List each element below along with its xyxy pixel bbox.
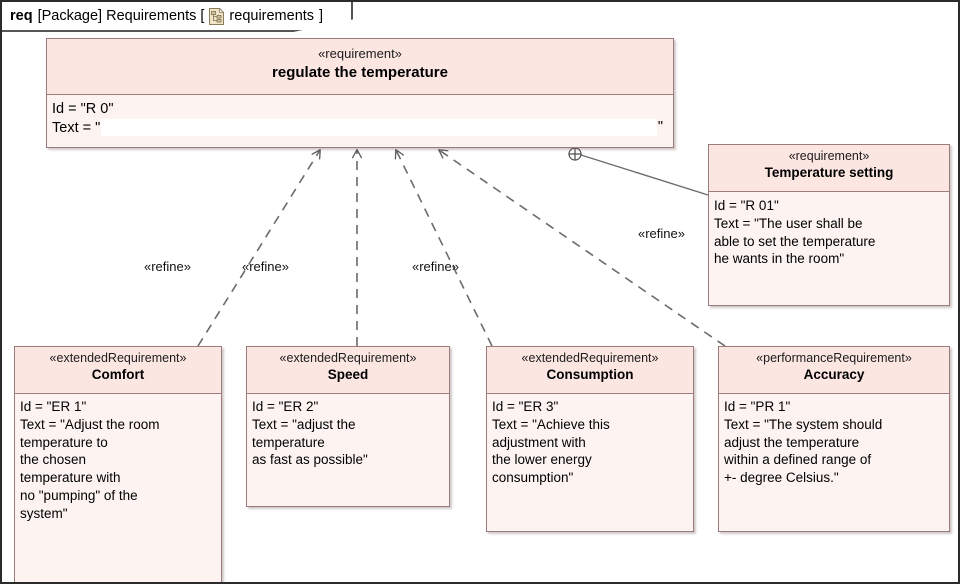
block-header: «extendedRequirement» Consumption xyxy=(487,347,693,394)
block-name: regulate the temperature xyxy=(272,64,448,82)
property-line: adjust the temperature xyxy=(724,434,860,450)
refine-label-consumption: «refine» xyxy=(412,259,459,274)
property-line: the chosen xyxy=(20,452,87,468)
block-name: Comfort xyxy=(91,366,145,382)
containment-crosshair-icon xyxy=(568,147,582,161)
block-properties: Id = "R 0" Text = " " xyxy=(47,95,673,143)
diagram-frame-header: req [Package] Requirements [ requirement… xyxy=(2,2,354,32)
block-header: «extendedRequirement» Comfort xyxy=(15,347,221,394)
package-diagram-icon xyxy=(209,7,225,25)
block-header: «requirement» regulate the temperature xyxy=(47,39,673,95)
property-line: Id = "PR 1" xyxy=(724,399,791,414)
block-stereotype: «extendedRequirement» xyxy=(521,351,659,365)
diagram-scope-label: [Package] Requirements [ xyxy=(37,8,205,24)
diagram-name-label: requirements xyxy=(229,8,315,24)
block-properties: Id = "ER 2" Text = "adjust the temperatu… xyxy=(247,394,449,474)
block-properties: Id = "R 01" Text = "The user shall be ab… xyxy=(709,192,949,273)
property-line: able to set the temperature xyxy=(714,233,876,249)
requirement-block-temperature-setting[interactable]: «requirement» Temperature setting Id = "… xyxy=(708,144,950,306)
property-line: Id = "ER 1" xyxy=(20,399,87,414)
property-line: Id = "R 01" xyxy=(714,198,779,213)
property-line: Text = "adjust the xyxy=(252,416,356,432)
property-line: temperature to xyxy=(20,434,108,450)
property-line: consumption" xyxy=(492,470,574,486)
block-header: «requirement» Temperature setting xyxy=(709,145,949,192)
property-line: within a defined range of xyxy=(724,452,872,468)
property-line: he wants in the room" xyxy=(714,251,845,267)
block-name: Accuracy xyxy=(803,366,865,382)
refine-edge-comfort xyxy=(197,149,321,347)
property-line: Id = "ER 3" xyxy=(492,399,559,414)
property-line: temperature xyxy=(252,434,325,450)
property-id: Id = "R 0" xyxy=(52,101,114,117)
requirement-block-accuracy[interactable]: «performanceRequirement» Accuracy Id = "… xyxy=(718,346,950,532)
property-line: as fast as possible" xyxy=(252,452,368,468)
block-properties: Id = "ER 1" Text = "Adjust the room temp… xyxy=(15,394,221,527)
block-name: Temperature setting xyxy=(764,164,894,180)
property-line: temperature with xyxy=(20,470,121,486)
containment-edge-temperature-setting xyxy=(580,154,709,196)
block-properties: Id = "ER 3" Text = "Achieve this adjustm… xyxy=(487,394,693,492)
diagram-kind-label: req xyxy=(10,8,33,24)
property-line: Text = "Achieve this xyxy=(492,416,610,432)
diagram-close-bracket: ] xyxy=(319,8,324,24)
property-line: the lower energy xyxy=(492,452,592,468)
block-name: Consumption xyxy=(546,366,634,382)
refine-label-temperature-setting: «refine» xyxy=(638,226,685,241)
property-text-close-quote: " xyxy=(657,119,663,136)
property-text-input[interactable] xyxy=(101,119,657,137)
property-text-row: Text = " " xyxy=(52,119,673,138)
property-text-label: Text = " xyxy=(52,120,101,137)
requirement-block-comfort[interactable]: «extendedRequirement» Comfort Id = "ER 1… xyxy=(14,346,222,582)
block-properties: Id = "PR 1" Text = "The system should ad… xyxy=(719,394,949,492)
block-stereotype: «requirement» xyxy=(318,46,402,61)
block-stereotype: «performanceRequirement» xyxy=(756,351,912,365)
block-name: Speed xyxy=(327,366,369,382)
block-header: «extendedRequirement» Speed xyxy=(247,347,449,394)
requirement-block-speed[interactable]: «extendedRequirement» Speed Id = "ER 2" … xyxy=(246,346,450,507)
block-stereotype: «extendedRequirement» xyxy=(279,351,417,365)
block-stereotype: «extendedRequirement» xyxy=(49,351,187,365)
property-line: Text = "Adjust the room xyxy=(20,416,160,432)
property-line: no "pumping" of the xyxy=(20,488,138,504)
property-line: system" xyxy=(20,505,68,521)
property-line: +- degree Celsius." xyxy=(724,470,839,486)
property-line: Text = "The system should xyxy=(724,416,883,432)
requirement-block-regulate-the-temperature[interactable]: «requirement» regulate the temperature I… xyxy=(46,38,674,148)
block-stereotype: «requirement» xyxy=(788,149,870,163)
refine-label-comfort: «refine» xyxy=(144,259,191,274)
property-line: adjustment with xyxy=(492,434,586,450)
property-line: Id = "ER 2" xyxy=(252,399,319,414)
refine-label-speed: «refine» xyxy=(242,259,289,274)
block-header: «performanceRequirement» Accuracy xyxy=(719,347,949,394)
refine-edge-accuracy xyxy=(438,149,726,347)
requirement-block-consumption[interactable]: «extendedRequirement» Consumption Id = "… xyxy=(486,346,694,532)
property-line: Text = "The user shall be xyxy=(714,215,863,231)
refine-edge-consumption xyxy=(394,148,493,347)
